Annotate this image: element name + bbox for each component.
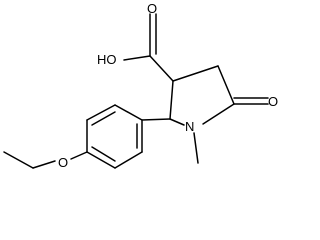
bond-ar1-ar2 xyxy=(114,104,143,121)
bond-c2-aryl xyxy=(141,118,171,121)
bond-carboxyl-c-oh xyxy=(123,55,151,61)
bond-c3-c4 xyxy=(172,65,219,82)
bond-ar4-ether-o xyxy=(70,151,88,160)
bond-ar5-ar6 xyxy=(114,151,143,169)
bond-c4-c5 xyxy=(217,65,235,105)
structure-canvas: O HO O N O xyxy=(3,1,278,170)
bond-n1-methyl xyxy=(193,132,199,164)
bond-aromatic-inner-1 xyxy=(91,111,116,126)
bond-ar2-ar3 xyxy=(86,104,116,121)
bond-c2-c3 xyxy=(169,80,174,120)
atom-label-carboxyl-o: O xyxy=(147,1,157,16)
bond-aromatic-inner-2 xyxy=(91,146,116,162)
atom-label-carboxyl-oh: HO xyxy=(97,52,117,67)
bond-n1-c2 xyxy=(169,118,185,126)
bond-c5-n1 xyxy=(202,103,235,125)
atom-label-ether-o: O xyxy=(58,155,68,170)
atom-label-ring-n: N xyxy=(185,119,194,134)
bond-ar4-ar5 xyxy=(86,151,116,169)
bond-ether-o-methyl xyxy=(32,160,56,169)
bond-methyl-end xyxy=(3,151,34,169)
bond-c3-carboxyl-c xyxy=(149,55,174,82)
molecule-diagram: O HO O N O xyxy=(3,1,278,170)
atom-label-ketone-o: O xyxy=(268,94,278,109)
